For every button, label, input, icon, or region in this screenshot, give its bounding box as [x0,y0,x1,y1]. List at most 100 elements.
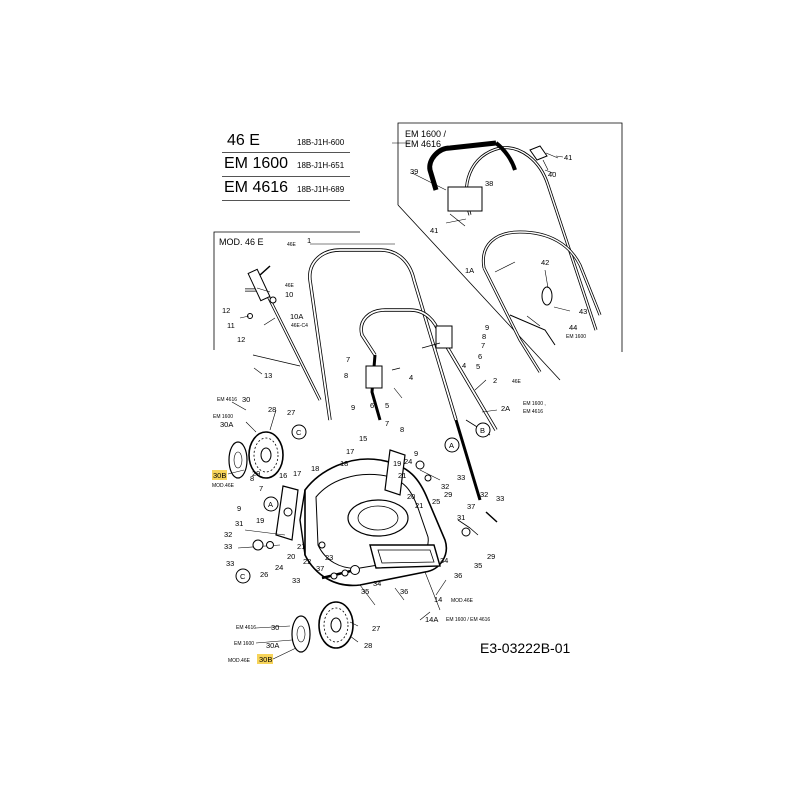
callout-36b: 36 [454,571,462,580]
callout-30aa: 30A [220,420,233,429]
callout-em4616-b: EM 4616 [236,625,256,631]
axle-parts [318,541,360,580]
callout-32b: 32 [224,530,232,539]
callout-44: 44 [569,323,577,332]
callout-8a: 8 [482,332,486,341]
callout-21b: 21 [415,501,423,510]
callout-22: 22 [303,557,311,566]
callout-46e-2: 46E [512,379,522,385]
callout-em1600-44: EM 1600 [566,334,586,340]
callout-a1: A [449,441,454,450]
callout-37a: 37 [316,564,324,573]
callout-30a: 30 [242,395,250,404]
callout-9b: 9 [351,403,355,412]
callout-em-14a: EM 1600 / EM 4616 [446,617,490,623]
callout-33d: 33 [496,494,504,503]
callout-em4616-2a: EM 4616 [523,409,543,415]
callout-14: 14 [434,595,442,604]
callout-8d: 8 [250,474,254,483]
callout-43: 43 [579,307,587,316]
callout-8c: 8 [400,425,404,434]
model-code-em4616: 18B-J1H-689 [297,185,345,194]
callout-em4616-a: EM 4616 [217,397,237,403]
callout-33a: 33 [457,473,465,482]
callout-31a: 31 [235,519,243,528]
callout-20a: 20 [407,492,415,501]
callout-circle-c1 [291,424,307,440]
callout-6b: 6 [370,401,374,410]
callout-34b: 34 [440,556,448,565]
callout-mod46e-a: MOD.46E [212,483,235,489]
callout-34a: 34 [373,579,381,588]
divider [222,200,350,201]
callout-mod46e-14: MOD.46E [451,598,474,604]
em-handle-box-title: EM 1600 / EM 4616 [405,129,446,149]
callout-29a: 29 [252,469,260,478]
handle-bracket-right [435,325,453,349]
callout-41b: 41 [430,226,438,235]
callout-a2: A [268,500,273,509]
callout-19a: 19 [393,459,401,468]
callout-33b: 33 [224,542,232,551]
callout-em1600-b: EM 1600 [234,641,254,647]
callout-46e-top: 46E [287,242,297,248]
callout-46e-box: 46E [285,283,295,289]
callout-17b: 17 [293,469,301,478]
callout-b1: B [480,426,485,435]
callout-41a: 41 [564,153,572,162]
callout-8b: 8 [344,371,348,380]
highlight-30b-lower [257,654,273,664]
em-handle-assembly [427,140,602,373]
callout-17a: 17 [346,447,354,456]
callout-13: 13 [264,371,272,380]
callout-9c: 9 [414,449,418,458]
rear-flap [369,544,441,569]
hub-cap-upper [228,441,248,479]
callout-38: 38 [485,179,493,188]
callout-c1: C [296,428,302,437]
callout-c2: C [240,572,246,581]
em-handle-box-border [397,122,623,352]
wheel-upper-left [228,431,284,479]
callout-27b: 27 [372,624,380,633]
callout-10: 10 [285,290,293,299]
callout-circle-b1 [475,422,491,438]
callout-7a: 7 [481,341,485,350]
model-name-46e: 46 E [227,132,260,149]
em-handle-box-title-line1: EM 1600 / [405,129,447,139]
callout-4a: 4 [462,361,466,370]
mower-deck [299,458,447,611]
callout-35a: 35 [361,587,369,596]
callout-9d: 9 [237,504,241,513]
callout-12b: 12 [237,335,245,344]
callout-19b: 19 [256,516,264,525]
callout-7c: 7 [385,419,389,428]
callout-25: 25 [432,497,440,506]
em-handle-box-title-line2: EM 4616 [405,139,442,149]
callout-24b: 24 [275,563,283,572]
callout-5a: 5 [476,362,480,371]
callout-36a: 36 [400,587,408,596]
switch-lever [247,268,271,302]
callout-35b: 35 [474,561,482,570]
callout-12a: 12 [222,306,230,315]
callout-42: 42 [541,258,549,267]
callout-4b: 4 [409,373,413,382]
callout-10a: 10A [290,312,303,321]
callout-7b: 7 [346,355,350,364]
callout-21c: 21 [297,542,305,551]
callout-2a: 2A [501,404,510,413]
divider [222,176,350,177]
callout-30ab: 30A [266,641,279,650]
highlight-30b-upper [212,470,227,480]
callout-23: 23 [325,553,333,562]
callout-9a: 9 [485,323,489,332]
callout-24a: 24 [404,457,412,466]
main-handle [308,248,498,501]
callout-1a: 1A [465,266,474,275]
callout-circle-a2 [263,496,279,512]
callout-em1600-a: EM 1600 [213,414,233,420]
callout-37b: 37 [467,502,475,511]
